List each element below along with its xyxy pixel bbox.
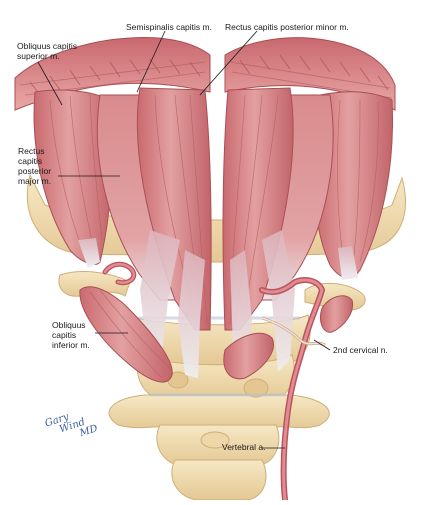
- label-line: Rectus: [18, 146, 45, 156]
- label-rectus-capitis-posterior-major: Rectus capitis posterior major m.: [18, 146, 51, 186]
- label-line: capitis: [52, 330, 77, 340]
- label-obliquus-capitis-inferior: Obliquus capitis inferior m.: [52, 320, 90, 350]
- label-vertebral-artery: Vertebral a.: [222, 442, 266, 452]
- label-line: inferior m.: [52, 340, 90, 350]
- vertebral-artery: [102, 261, 326, 503]
- label-line: capitis: [18, 156, 43, 166]
- leader-lines: [37, 30, 331, 449]
- leader-semispinalis: [136, 30, 166, 93]
- label-second-cervical-nerve: 2nd cervical n.: [333, 345, 388, 355]
- second-cervical-nerve: [261, 316, 326, 347]
- label-line: superior m.: [17, 51, 60, 61]
- label-rectus-capitis-posterior-minor: Rectus capitis posterior minor m.: [225, 22, 349, 32]
- label-line: Obliquus: [52, 320, 86, 330]
- leader-obliquus-superior: [37, 61, 63, 106]
- label-line: Obliquus capitis: [17, 41, 78, 51]
- label-line: posterior: [18, 166, 52, 176]
- leader-cervical-nerve: [313, 339, 331, 351]
- leader-rectus-minor: [199, 30, 258, 96]
- obliquus-capitis-inferior-muscle: [79, 286, 354, 383]
- label-line: major m.: [18, 176, 52, 186]
- label-semispinalis-capitis: Semispinalis capitis m.: [126, 22, 212, 32]
- label-obliquus-capitis-superior: Obliquus capitis superior m.: [17, 41, 77, 61]
